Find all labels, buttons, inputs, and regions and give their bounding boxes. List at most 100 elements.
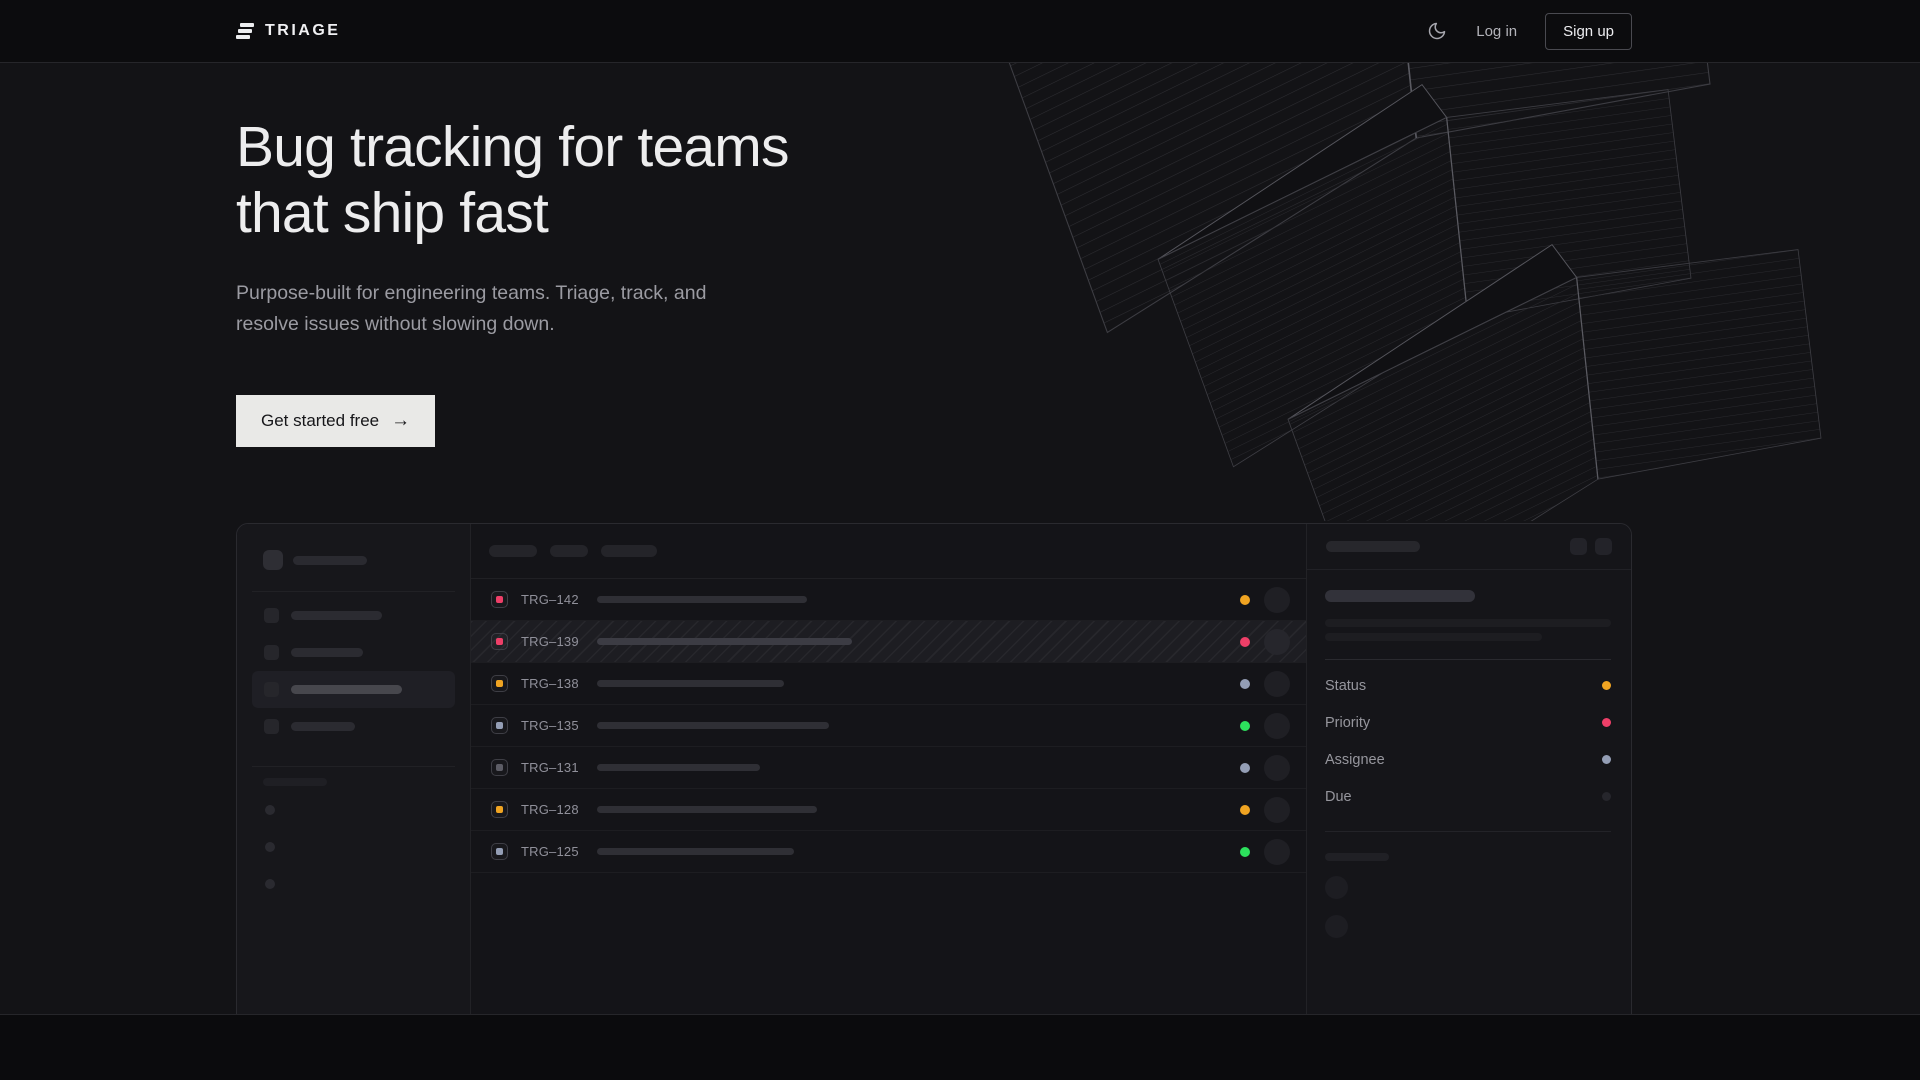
assignee-avatar-placeholder [1264, 628, 1290, 655]
hero-section: Bug tracking for teams that ship fast Pu… [0, 63, 1920, 1015]
signup-button[interactable]: Sign up [1545, 12, 1632, 50]
detail-panel-header [1307, 524, 1631, 570]
issue-title-skeleton [597, 848, 794, 855]
nav-icon-placeholder [264, 682, 279, 697]
activity-label-skeleton [1325, 853, 1389, 861]
status-dot [1240, 804, 1250, 815]
assignee-avatar-placeholder [1264, 712, 1290, 739]
status-dot [1240, 636, 1250, 647]
status-value-dot [1602, 681, 1611, 690]
detail-fields: Status Priority Assignee Due [1325, 667, 1611, 815]
divider [1325, 831, 1611, 832]
field-assignee: Assignee [1325, 741, 1611, 778]
priority-icon [491, 843, 508, 860]
issue-title-skeleton [1325, 590, 1475, 602]
issue-id: TRG–125 [521, 844, 579, 859]
priority-value-dot [1602, 718, 1611, 727]
nav-label-placeholder [291, 685, 402, 694]
field-label: Due [1325, 788, 1352, 805]
get-started-button[interactable]: Get started free → [236, 394, 436, 447]
issue-row: TRG–125 [471, 831, 1306, 873]
issue-title-skeleton [597, 596, 807, 603]
issue-title-skeleton [597, 680, 784, 687]
issue-id: TRG–138 [521, 676, 579, 691]
sidebar-item-skeleton [252, 597, 455, 634]
workspace-switcher-skeleton [263, 550, 455, 570]
list-dot-placeholder [265, 805, 275, 815]
list-filter-bar-skeleton [471, 524, 1306, 579]
preview-issue-list: TRG–142 TRG–139 TRG–138 [471, 524, 1306, 1014]
issue-id: TRG–139 [521, 634, 579, 649]
filter-pill-placeholder [489, 545, 537, 557]
field-status: Status [1325, 667, 1611, 704]
assignee-avatar-placeholder [1264, 796, 1290, 823]
description-line-skeleton [1325, 633, 1542, 641]
priority-icon [491, 591, 508, 608]
field-due: Due [1325, 778, 1611, 815]
app-preview-card: TRG–142 TRG–139 TRG–138 [236, 523, 1632, 1014]
subtitle-line-1: Purpose-built for engineering teams. Tri… [236, 282, 707, 305]
hero-subtitle: Purpose-built for engineering teams. Tri… [236, 278, 1920, 340]
sidebar-item-skeleton [252, 708, 455, 745]
issue-id: TRG–131 [521, 760, 579, 775]
nav-label-placeholder [291, 611, 382, 620]
assignee-value-dot [1602, 755, 1611, 764]
detail-panel-body: Status Priority Assignee Due [1307, 590, 1631, 938]
subtitle-line-2: resolve issues without slowing down. [236, 312, 555, 335]
status-dot [1240, 594, 1250, 605]
preview-detail-panel: Status Priority Assignee Due [1306, 524, 1631, 1014]
heading-line-1: Bug tracking for teams [236, 115, 789, 179]
issue-title-skeleton [597, 722, 829, 729]
issue-row: TRG–138 [471, 663, 1306, 705]
assignee-avatar-placeholder [1264, 754, 1290, 781]
priority-icon [491, 675, 508, 692]
divider [252, 591, 455, 592]
sidebar-nav-skeleton [252, 597, 455, 745]
nav-bar: TRIAGE Log in Sign up [0, 0, 1920, 63]
moon-icon [1429, 22, 1446, 40]
theme-toggle[interactable] [1426, 20, 1448, 42]
status-dot [1240, 846, 1250, 857]
nav-icon-placeholder [264, 719, 279, 734]
priority-icon [491, 801, 508, 818]
issue-id: TRG–142 [521, 592, 579, 607]
divider [252, 766, 455, 767]
issue-title-skeleton [597, 764, 760, 771]
footer-section [0, 1015, 1920, 1080]
assignee-avatar-placeholder [1264, 586, 1290, 613]
filter-pill-placeholder [601, 545, 657, 557]
workspace-avatar [263, 550, 283, 570]
issue-row-selected: TRG–139 [471, 621, 1306, 663]
nav-icon-placeholder [264, 608, 279, 623]
assignee-avatar-placeholder [1264, 670, 1290, 697]
nav-label-placeholder [291, 648, 363, 657]
panel-action-placeholder [1570, 538, 1587, 555]
field-label: Status [1325, 677, 1367, 694]
priority-icon [491, 633, 508, 650]
hero-content: Bug tracking for teams that ship fast Pu… [0, 63, 1920, 447]
divider [1325, 659, 1611, 660]
cta-label: Get started free [261, 410, 380, 430]
nav-icon-placeholder [264, 645, 279, 660]
issue-row: TRG–128 [471, 789, 1306, 831]
sidebar-item-skeleton [252, 634, 455, 671]
priority-icon [491, 717, 508, 734]
issue-row: TRG–135 [471, 705, 1306, 747]
field-label: Priority [1325, 714, 1371, 731]
issue-row: TRG–131 [471, 747, 1306, 789]
issue-title-skeleton [597, 806, 817, 813]
arrow-right-icon: → [391, 409, 411, 431]
issue-row: TRG–142 [471, 579, 1306, 621]
preview-sidebar [237, 524, 471, 1014]
heading-line-2: that ship fast [236, 180, 549, 245]
status-dot [1240, 762, 1250, 773]
panel-title-skeleton [1326, 541, 1420, 552]
login-link[interactable]: Log in [1476, 22, 1518, 40]
brand-logo[interactable]: TRIAGE [236, 22, 340, 40]
issue-id: TRG–135 [521, 718, 579, 733]
priority-icon [491, 759, 508, 776]
assignee-avatar-placeholder [1264, 838, 1290, 865]
nav-label-placeholder [291, 722, 355, 731]
status-dot [1240, 678, 1250, 689]
list-dot-placeholder [265, 842, 275, 852]
